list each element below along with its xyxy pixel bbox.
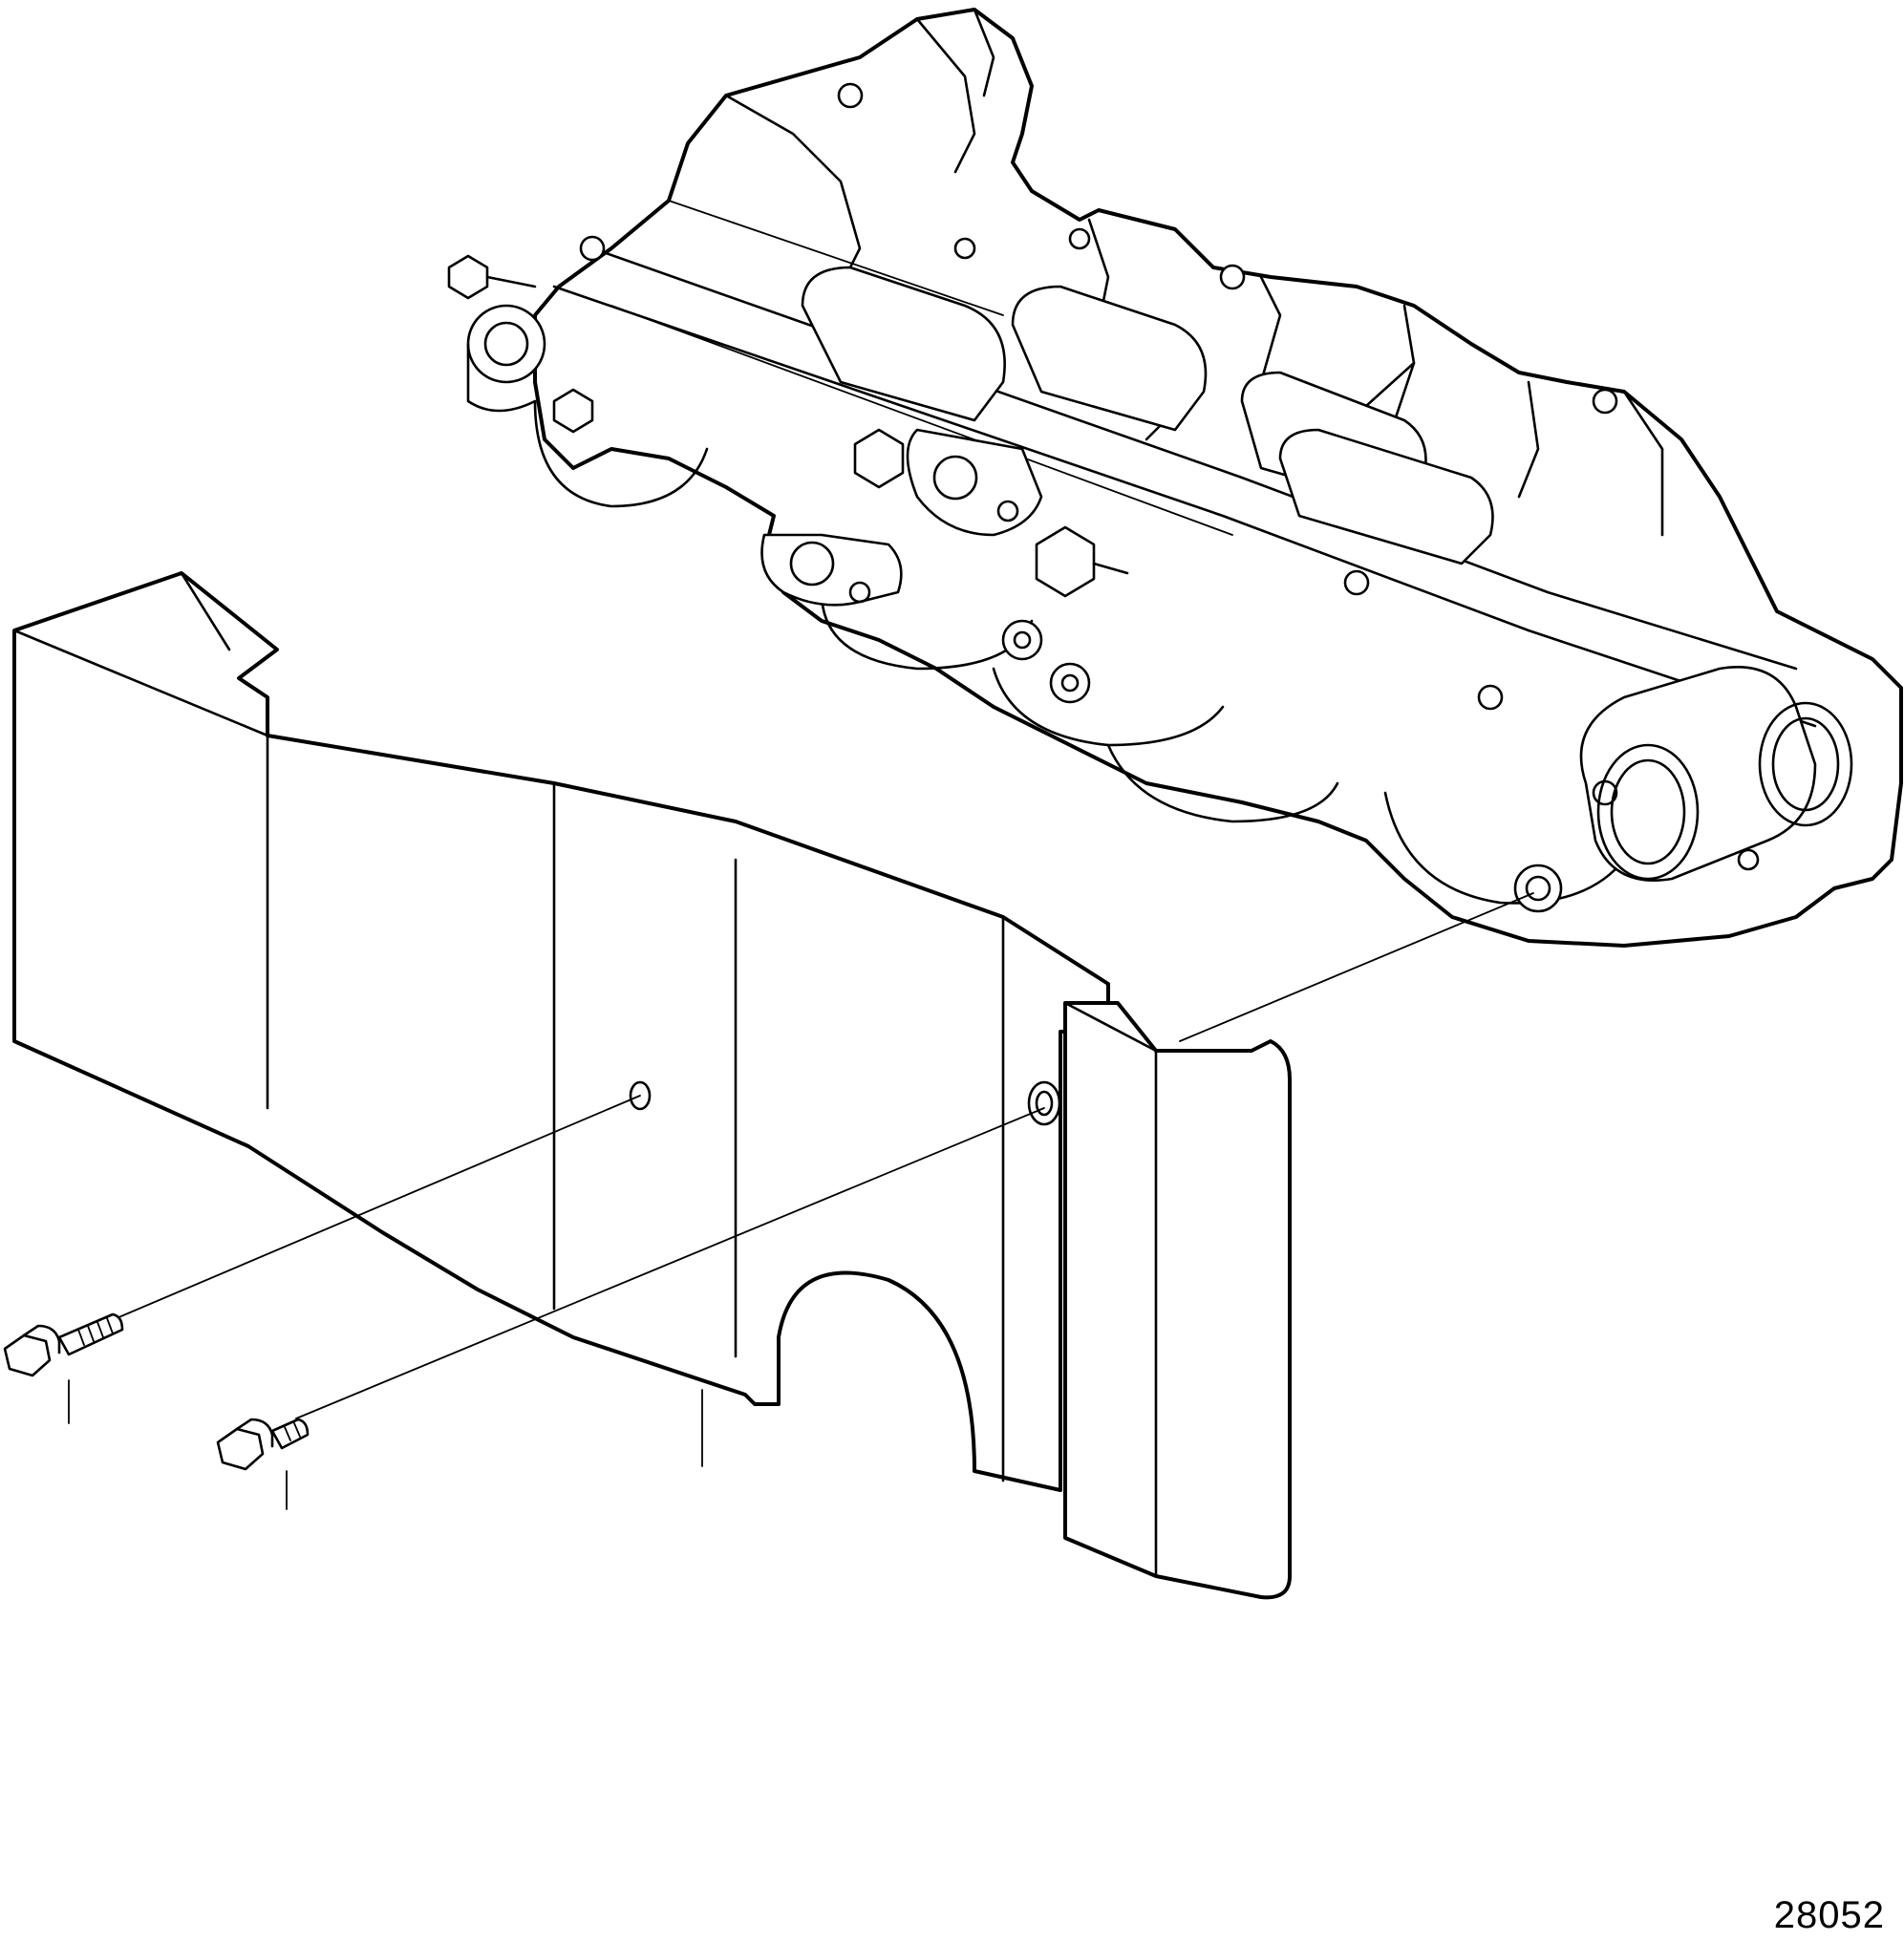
manifold-ear-lower bbox=[1001, 619, 1091, 704]
callout-ticks bbox=[68, 1379, 703, 1510]
flange-bolt-long bbox=[3, 1312, 124, 1377]
figure-number: 28052 bbox=[1773, 1894, 1885, 1936]
manifold-ear-left bbox=[906, 428, 1043, 537]
assembly-lines bbox=[109, 892, 1534, 1419]
exhaust-manifold bbox=[447, 8, 1903, 948]
flange-bolt-short bbox=[216, 1418, 310, 1471]
manifold-ear-mid bbox=[760, 533, 903, 607]
outlet-ports bbox=[1579, 666, 1853, 882]
heat-shield bbox=[12, 571, 1292, 1600]
